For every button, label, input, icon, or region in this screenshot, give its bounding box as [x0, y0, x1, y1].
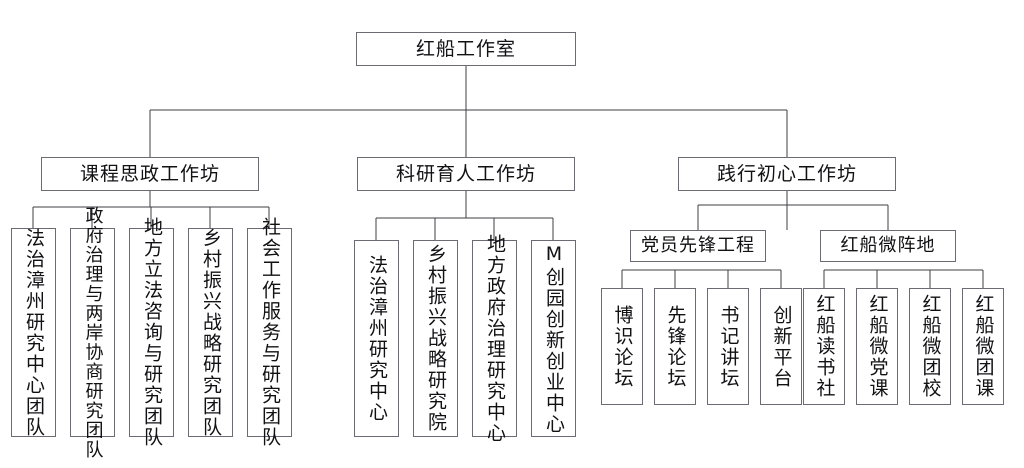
- node-workshop-curriculum-ideology[interactable]: 课程思政工作坊: [41, 157, 259, 191]
- node-root-hongchuan-studio[interactable]: 红船工作室: [356, 32, 576, 66]
- node-course-hongchuan-micro-youth-league[interactable]: 红船微团课: [962, 288, 1004, 405]
- node-center-local-government-governance[interactable]: 地方政府治理研究中心: [472, 234, 517, 444]
- node-team-social-work-service-research[interactable]: 社会工作服务与研究团队: [247, 217, 292, 448]
- node-team-rural-revitalization-strategy[interactable]: 乡村振兴战略研究团队: [188, 228, 233, 438]
- node-forum-xianfeng[interactable]: 先锋论坛: [654, 288, 696, 405]
- node-team-local-legislation-consulting[interactable]: 地方立法咨询与研究团队: [129, 217, 174, 448]
- node-workshop-practice-original-aspiration[interactable]: 践行初心工作坊: [678, 157, 896, 191]
- node-course-hongchuan-micro-party[interactable]: 红船微党课: [856, 288, 898, 405]
- node-institute-rural-revitalization-strategy[interactable]: 乡村振兴战略研究院: [413, 240, 458, 437]
- node-workshop-research-education[interactable]: 科研育人工作坊: [357, 157, 575, 191]
- node-group-party-member-pioneer-project[interactable]: 党员先锋工程: [630, 230, 766, 262]
- node-school-hongchuan-micro-youth-league[interactable]: 红船微团校: [909, 288, 951, 405]
- node-group-hongchuan-micro-position[interactable]: 红船微阵地: [820, 230, 956, 262]
- node-team-fazhi-zhangzhou-research-center[interactable]: 法治漳州研究中心团队: [11, 228, 56, 438]
- node-platform-innovation[interactable]: 创新平台: [760, 288, 802, 405]
- node-forum-secretary-lecture[interactable]: 书记讲坛: [707, 288, 749, 405]
- node-center-fazhi-zhangzhou-research[interactable]: 法治漳州研究中心: [354, 240, 399, 437]
- node-forum-boshi[interactable]: 博识论坛: [601, 288, 643, 405]
- node-club-hongchuan-reading[interactable]: 红船读书社: [803, 288, 845, 405]
- connector-group: [32, 66, 984, 288]
- node-team-government-governance-cross-strait[interactable]: 政府治理与两岸协商研究团队: [70, 206, 115, 459]
- node-center-mchuangyuan-innovation-entrepreneurship[interactable]: M创园创新创业中心: [531, 240, 576, 437]
